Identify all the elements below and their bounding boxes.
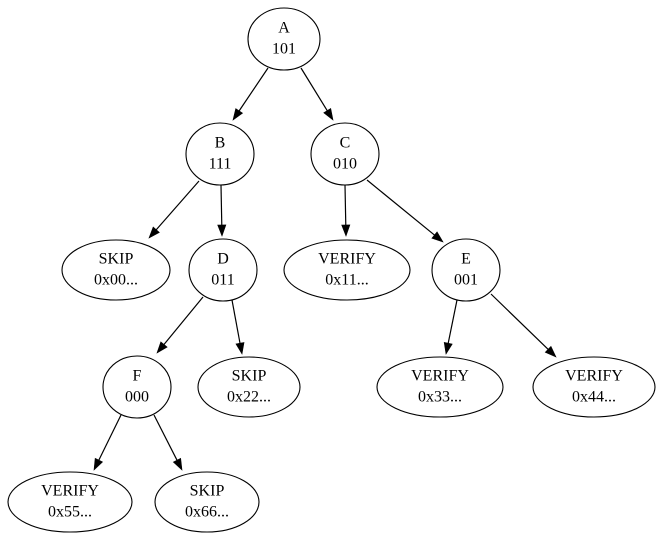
node-f-label-primary: F [133,368,142,385]
edge-e-to-verify-0x33 [443,299,458,355]
node-a[interactable]: A 101 [247,7,321,71]
node-f-label-secondary: 000 [125,389,149,406]
node-c[interactable]: C 010 [310,122,380,186]
edge-a-to-b [232,67,269,121]
leaf-skip-0x00-label-primary: SKIP [99,251,134,268]
leaf-verify-0x55-ellipse [7,471,133,533]
edge-b-to-d [217,184,227,237]
node-b[interactable]: B 111 [185,122,255,186]
edge-d-to-f [156,296,204,354]
edge-c-to-verify-0x11 [341,184,351,237]
edge-e-to-verify-0x44-arrowhead-icon [544,345,557,358]
node-e-label-primary: E [461,251,471,268]
edge-d-to-skip-0x22 [231,299,245,355]
edge-e-to-verify-0x44-shaft [490,293,549,350]
edge-f-to-verify-0x55 [93,414,122,471]
edge-a-to-b-shaft [238,67,269,112]
node-c-label-secondary: 010 [333,156,357,173]
leaf-skip-0x22-label-primary: SKIP [232,368,267,385]
edge-a-to-c [300,67,334,121]
node-d[interactable]: D 011 [188,238,258,302]
edge-e-to-verify-0x33-arrowhead-icon [443,342,453,355]
edge-b-to-skip-0x00-arrowhead-icon [148,226,160,239]
edge-f-to-skip-0x66-shaft [153,414,178,461]
leaf-verify-0x55-label-primary: VERIFY [41,483,99,500]
edge-b-to-skip-0x00-shaft [155,180,200,231]
leaf-skip-0x00[interactable]: SKIP 0x00... [61,239,171,301]
leaf-skip-0x22-label-secondary: 0x22... [227,389,271,406]
edge-f-to-verify-0x55-shaft [98,414,122,461]
edge-b-to-d-shaft [220,184,223,226]
edge-b-to-skip-0x00 [148,180,200,239]
leaf-verify-0x33[interactable]: VERIFY 0x33... [376,356,504,418]
node-e-circle [431,238,501,302]
edge-f-to-skip-0x66-arrowhead-icon [172,457,183,471]
edge-c-to-e-shaft [366,179,435,236]
leaf-skip-0x22[interactable]: SKIP 0x22... [197,356,301,418]
node-b-label-primary: B [215,135,226,152]
leaf-verify-0x44-ellipse [532,356,656,418]
edge-f-to-verify-0x55-arrowhead-icon [93,457,104,471]
leaf-verify-0x33-label-primary: VERIFY [411,368,469,385]
node-d-circle [188,238,258,302]
edge-f-to-skip-0x66 [153,414,183,471]
node-c-circle [310,122,380,186]
nodes-layer: A101B111C010SKIP0x00...D011VERIFY0x11...… [7,7,656,533]
node-e-label-secondary: 001 [454,272,478,289]
edge-e-to-verify-0x44 [490,293,557,358]
node-d-label-primary: D [217,251,229,268]
node-d-label-secondary: 011 [211,272,234,289]
node-e[interactable]: E 001 [431,238,501,302]
edges-layer [93,67,557,471]
node-c-label-primary: C [340,135,351,152]
node-a-label-secondary: 101 [272,41,296,58]
leaf-verify-0x44-label-primary: VERIFY [565,368,623,385]
leaf-verify-0x55[interactable]: VERIFY 0x55... [7,471,133,533]
leaf-verify-0x44-label-secondary: 0x44... [572,389,616,406]
leaf-verify-0x33-label-secondary: 0x33... [418,389,462,406]
edge-c-to-verify-0x11-arrowhead-icon [341,224,351,237]
edge-d-to-f-arrowhead-icon [156,341,168,354]
edge-d-to-f-shaft [163,296,204,345]
edge-a-to-c-shaft [300,67,328,111]
leaf-skip-0x22-ellipse [197,356,301,418]
leaf-skip-0x66-label-primary: SKIP [190,483,225,500]
leaf-skip-0x66-label-secondary: 0x66... [185,504,229,521]
leaf-verify-0x33-ellipse [376,356,504,418]
leaf-verify-0x11-label-secondary: 0x11... [325,272,368,289]
edge-c-to-verify-0x11-shaft [344,184,347,226]
node-a-label-primary: A [278,20,290,37]
edge-a-to-b-arrowhead-icon [232,108,244,121]
edge-c-to-e [366,179,444,243]
leaf-verify-0x11-ellipse [283,239,411,301]
leaf-skip-0x66[interactable]: SKIP 0x66... [154,471,260,533]
leaf-verify-0x11[interactable]: VERIFY 0x11... [283,239,411,301]
leaf-verify-0x11-label-primary: VERIFY [318,251,376,268]
edge-c-to-e-arrowhead-icon [431,231,444,243]
leaf-skip-0x00-ellipse [61,239,171,301]
leaf-verify-0x55-label-secondary: 0x55... [48,504,92,521]
edge-d-to-skip-0x22-shaft [231,299,241,344]
leaf-skip-0x66-ellipse [154,471,260,533]
node-b-label-secondary: 111 [209,156,232,173]
edge-d-to-skip-0x22-arrowhead-icon [235,342,245,355]
edge-b-to-d-arrowhead-icon [217,224,227,237]
edge-a-to-c-arrowhead-icon [323,108,334,121]
edge-e-to-verify-0x33-shaft [447,299,458,344]
node-b-circle [185,122,255,186]
node-f[interactable]: F 000 [102,355,172,419]
leaf-skip-0x00-label-secondary: 0x00... [94,272,138,289]
leaf-verify-0x44[interactable]: VERIFY 0x44... [532,356,656,418]
node-f-circle [102,355,172,419]
node-a-circle [247,7,321,71]
